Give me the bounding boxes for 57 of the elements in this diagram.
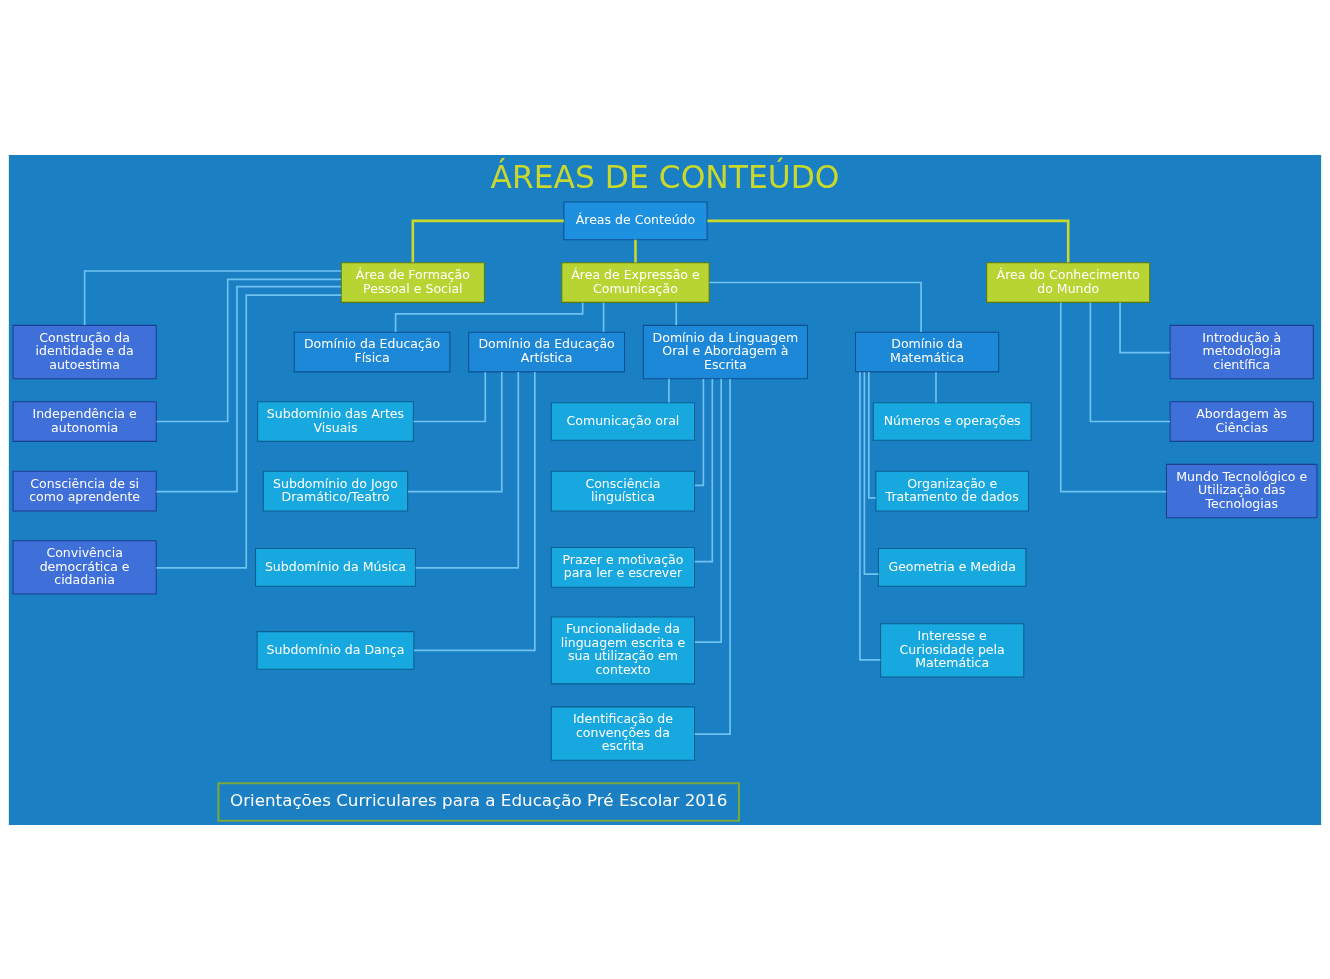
- node-box: Construção da identidade e da autoestima: [12, 324, 157, 379]
- node-box: Organização e Tratamento de dados: [875, 470, 1029, 511]
- node-box: Área de Expressão e Comunicação: [561, 261, 710, 303]
- connector: [634, 239, 637, 262]
- node-box: Interesse e Curiosidade pela Matemática: [880, 622, 1025, 678]
- connector: [155, 278, 342, 422]
- connector: [1059, 301, 1168, 492]
- node-box: Independência e autonomia: [12, 400, 157, 442]
- node-box: Geometria e Medida: [877, 547, 1027, 587]
- node-box: Mundo Tecnológico e Utilização das Tecnologias: [1165, 463, 1318, 518]
- connector: [1119, 301, 1171, 353]
- node-box: Área do Conhecimento do Mundo: [986, 261, 1151, 303]
- connector: [693, 377, 705, 486]
- node-box: Consciência linguística: [550, 470, 696, 511]
- connector: [868, 370, 877, 499]
- connector: [602, 301, 605, 333]
- diagram-title: ÁREAS DE CONTEÚDO: [490, 158, 840, 195]
- node-box: Área de Formação Pessoal e Social: [340, 261, 485, 303]
- connector: [693, 377, 714, 562]
- connector: [693, 377, 731, 735]
- node-box: Domínio da Matemática: [854, 331, 1000, 372]
- node-box: Domínio da Educação Artística: [468, 331, 626, 372]
- node-box: Subdomínio da Dança: [256, 630, 415, 670]
- node-box: Comunicação oral: [550, 401, 696, 441]
- node-box: Números e operações: [872, 401, 1032, 441]
- connector: [155, 285, 342, 492]
- node-box: Áreas de Conteúdo: [563, 201, 708, 240]
- node-box: Convivência democrática e cidadania: [12, 539, 157, 595]
- node-box: Domínio da Linguagem Oral e Abordagem à Escrita: [642, 324, 808, 379]
- connector: [1089, 301, 1171, 422]
- connector: [708, 281, 922, 333]
- connector: [394, 301, 584, 333]
- connector: [668, 377, 670, 403]
- connector: [859, 370, 882, 661]
- node-box: Consciência de si como aprendente: [12, 470, 157, 511]
- connector: [707, 219, 1070, 262]
- connector: [407, 370, 503, 492]
- node-box: Subdomínio da Música: [255, 547, 416, 587]
- node-box: Domínio da Educação Física: [293, 331, 451, 372]
- connector: [935, 370, 937, 403]
- node-box: Orientações Curriculares para a Educação Pré Escolar 2016: [217, 781, 740, 822]
- node-box: Introdução à metodologia científica: [1169, 324, 1314, 379]
- node-box: Abordagem às Ciências: [1169, 400, 1314, 442]
- connector: [414, 370, 520, 569]
- connector: [83, 269, 343, 326]
- node-box: Prazer e motivação para ler e escrever: [550, 546, 696, 588]
- node-box: Identificação de convenções da escrita: [550, 705, 696, 761]
- connector: [412, 370, 487, 422]
- connector: [863, 370, 880, 575]
- node-box: Subdomínio das Artes Visuais: [257, 400, 414, 442]
- connector: [675, 301, 678, 326]
- connector: [413, 370, 536, 651]
- connector: [411, 219, 564, 262]
- connector: [155, 293, 343, 569]
- node-box: Funcionalidade da linguagem escrita e sua utilização em contexto: [550, 615, 696, 684]
- node-box: Subdomínio do Jogo Dramático/Teatro: [262, 470, 409, 511]
- connector: [694, 377, 722, 643]
